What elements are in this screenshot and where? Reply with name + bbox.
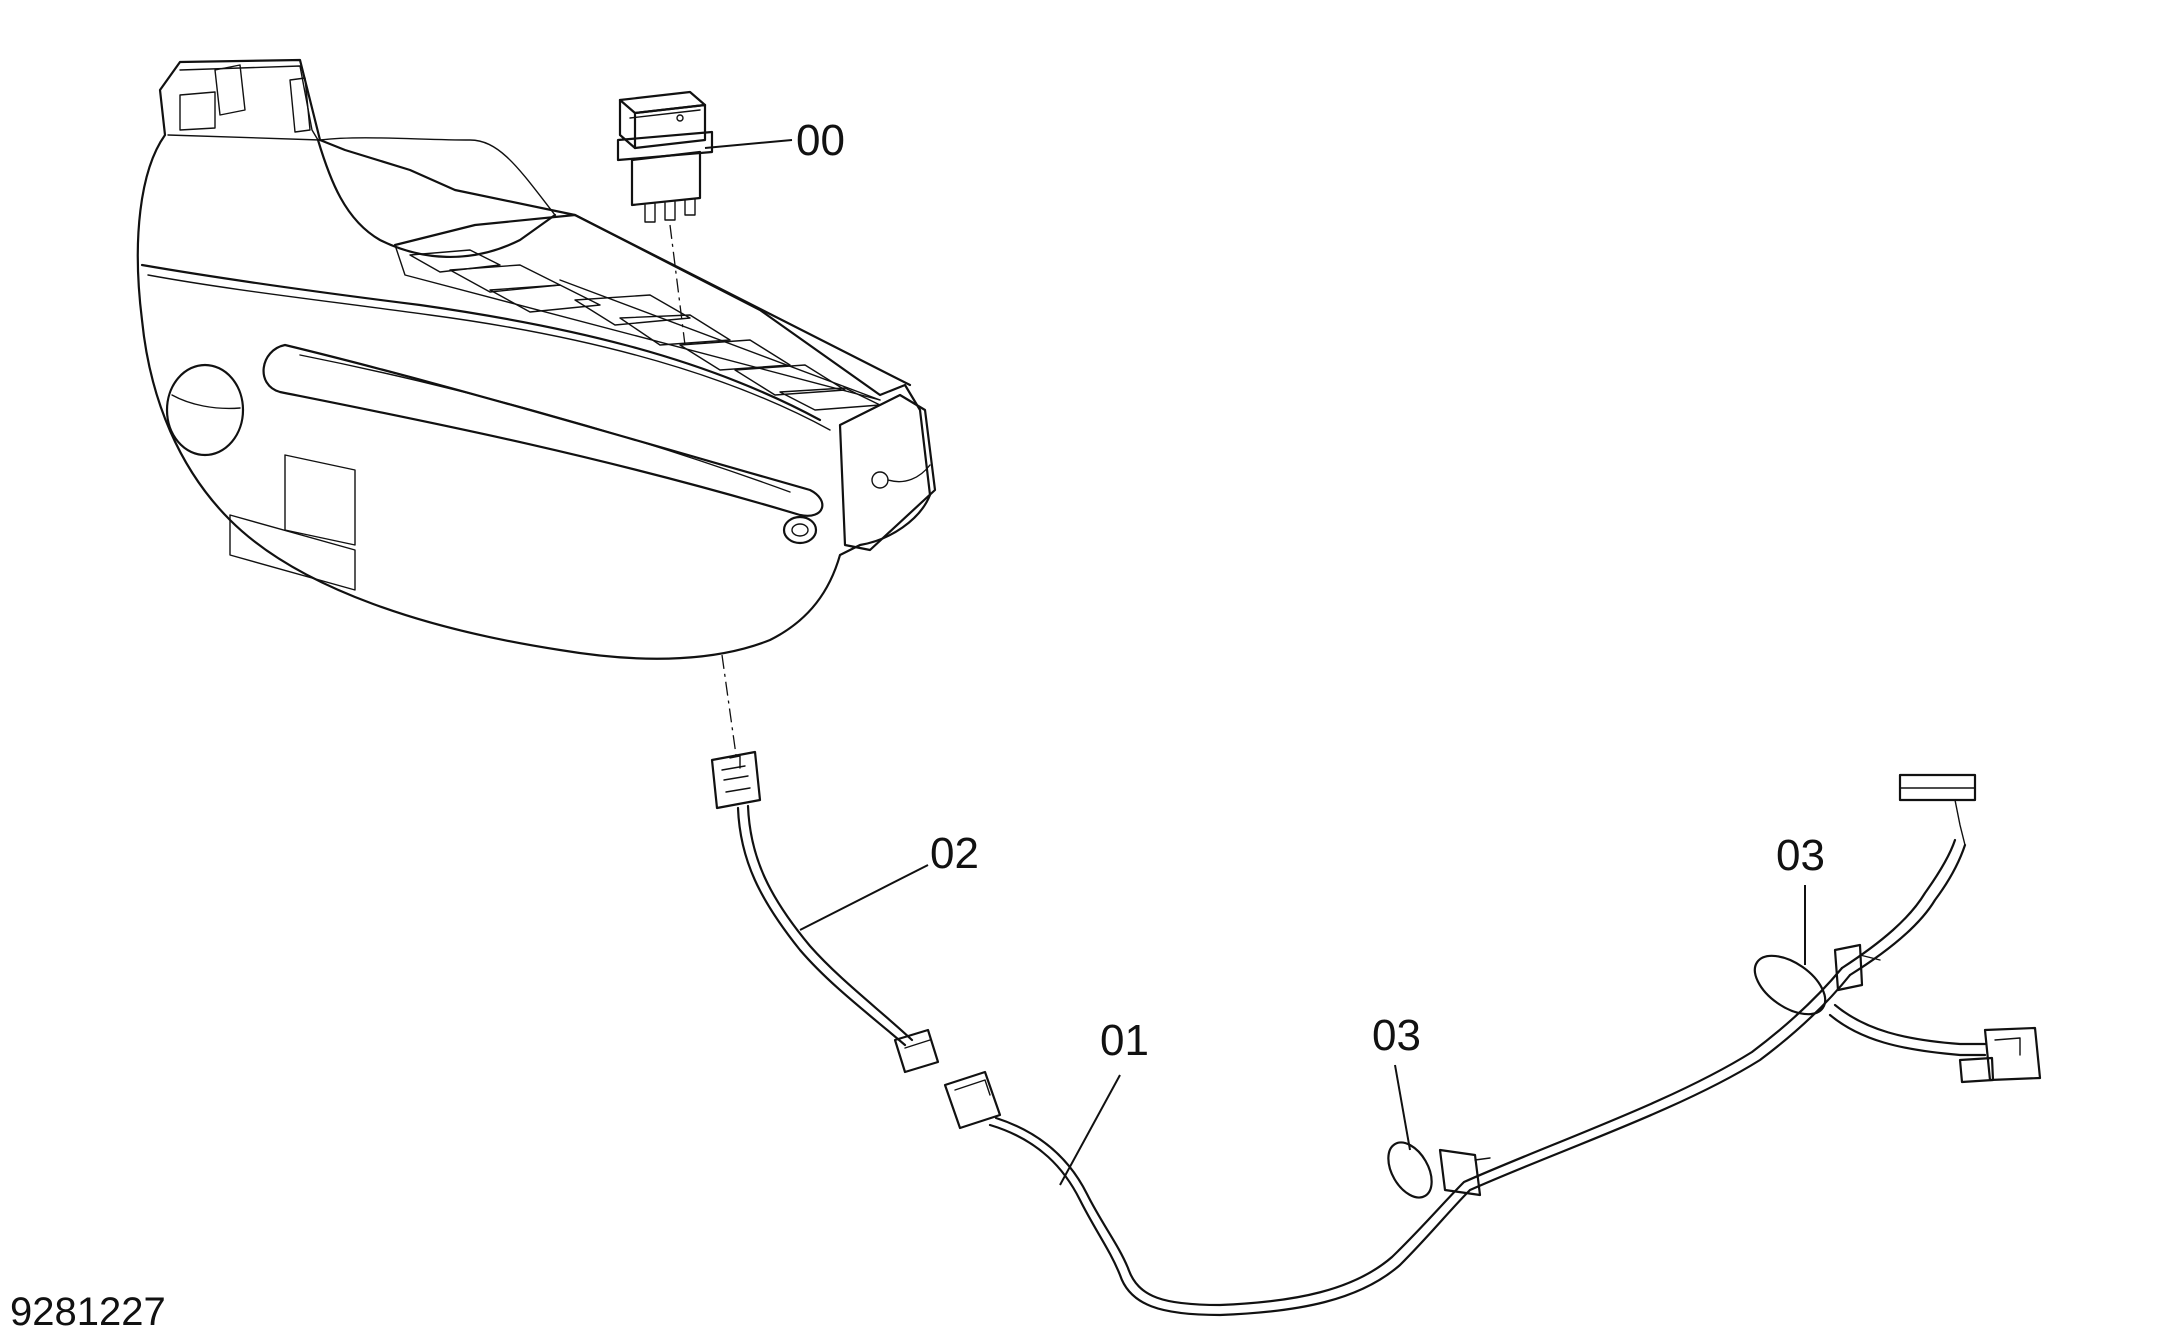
console-housing [136,58,937,660]
harness-main [988,838,1987,1317]
leader-01 [1059,1074,1121,1186]
clamp-right [1753,943,1881,1016]
leader-02 [799,864,929,931]
assembly-line-switch [669,224,686,346]
connector-end-right [1958,1026,2042,1084]
assembly-line-connector [721,654,737,756]
connector-end-top [1898,773,1977,846]
callout-03-left: 03 [1372,1011,1421,1060]
harness-branch [736,804,914,1047]
clamp-left [1387,1141,1491,1199]
callout-01: 01 [1100,1016,1149,1065]
callout-00: 00 [796,116,845,165]
callout-02: 02 [930,829,979,878]
connector-mid-female [943,1070,1002,1130]
rocker-switch [616,90,714,223]
callout-03-right: 03 [1776,831,1825,880]
leader-03-left [1394,1064,1411,1151]
connector-mid-male [893,1028,940,1074]
leader-00 [704,139,793,149]
drawing-number: 9281227 [10,1290,166,1334]
connector-top [710,750,762,810]
